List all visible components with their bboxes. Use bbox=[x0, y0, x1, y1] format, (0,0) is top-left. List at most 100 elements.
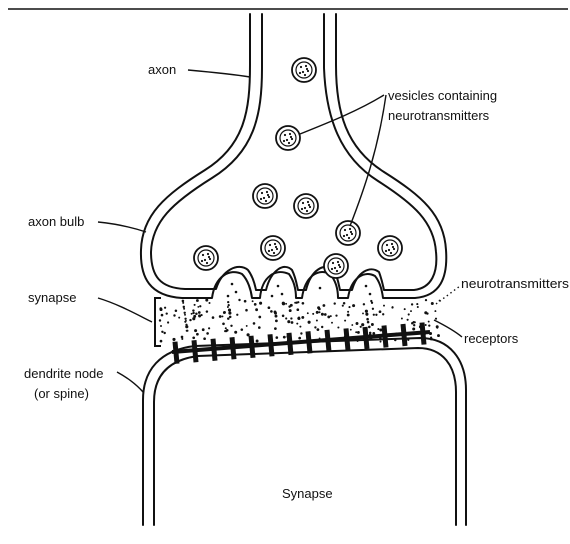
neurotransmitter-dot bbox=[276, 336, 279, 339]
neurotransmitter-dot bbox=[324, 313, 327, 316]
neurotransmitter-dot bbox=[282, 315, 285, 318]
neurotransmitter-dot bbox=[228, 309, 231, 312]
neurotransmitter-dot bbox=[348, 306, 350, 308]
neurotransmitter-dot bbox=[296, 308, 299, 311]
neurotransmitter-dot bbox=[166, 312, 168, 314]
vesicle bbox=[194, 246, 218, 270]
neurotransmitter-dot bbox=[196, 299, 199, 302]
neurotransmitter-dot bbox=[408, 313, 410, 315]
synapse-label: synapse bbox=[28, 290, 76, 305]
neurotransmitter-dot bbox=[245, 309, 248, 312]
neurotransmitter-dot bbox=[285, 303, 287, 305]
neurotransmitter-dot bbox=[335, 314, 337, 316]
vesicle bbox=[336, 221, 360, 245]
neurotransmitter-dot bbox=[361, 323, 364, 326]
neurotransmitter-dot bbox=[428, 321, 430, 323]
neurotransmitter-dot bbox=[351, 324, 353, 326]
neurotransmitter-dot bbox=[252, 300, 254, 302]
neurotransmitter-dot bbox=[159, 308, 162, 311]
neurotransmitter-dot bbox=[164, 307, 166, 309]
neurotransmitter-dot bbox=[323, 304, 326, 307]
neurotransmitter-dot bbox=[208, 302, 210, 304]
neurotransmitter-dot bbox=[317, 328, 320, 331]
neurotransmitter-dot bbox=[347, 311, 349, 313]
neurotransmitter-dot bbox=[283, 336, 286, 339]
neurotransmitter-dot bbox=[258, 326, 261, 329]
neurotransmitter-dot bbox=[184, 314, 186, 316]
neurotransmitter-dot bbox=[275, 315, 278, 318]
neurotransmitter-dot bbox=[234, 331, 237, 334]
neurotransmitters-label: neurotransmitters bbox=[461, 276, 570, 291]
vesicle bbox=[253, 184, 277, 208]
neurotransmitter-dot bbox=[194, 329, 197, 332]
neurotransmitter-dot bbox=[365, 310, 368, 313]
neurotransmitter-dot bbox=[417, 306, 419, 308]
neurotransmitter-dot bbox=[191, 313, 193, 315]
neurotransmitter-dot bbox=[383, 305, 385, 307]
neurotransmitter-dot bbox=[198, 311, 201, 314]
neurotransmitter-dot bbox=[317, 306, 320, 309]
neurotransmitter-dot bbox=[437, 334, 440, 337]
neurotransmitter-dot bbox=[192, 312, 194, 314]
neurotransmitter-dot bbox=[195, 312, 198, 315]
neurotransmitter-dot bbox=[413, 324, 415, 326]
axon-leader-line bbox=[188, 70, 250, 77]
neurotransmitter-dot bbox=[350, 329, 352, 331]
neurotransmitter-dot bbox=[161, 331, 163, 333]
neurotransmitter-dot bbox=[308, 321, 311, 324]
neurotransmitter-dot bbox=[347, 314, 350, 317]
neurotransmitter-dot bbox=[411, 322, 414, 325]
neurotransmitter-dot bbox=[231, 283, 234, 286]
receptor bbox=[232, 337, 234, 359]
neurotransmitter-dot bbox=[230, 325, 232, 327]
neurotransmitter-dot bbox=[362, 312, 364, 314]
neurotransmitter-dot bbox=[288, 305, 290, 307]
neurotransmitter-dot bbox=[203, 337, 206, 340]
neurotransmitter-dot bbox=[219, 315, 222, 318]
neurotransmitter-dot bbox=[407, 319, 409, 321]
neurotransmitter-dot bbox=[368, 326, 371, 329]
neurotransmitter-dot bbox=[255, 308, 258, 311]
neurotransmitter-dot bbox=[424, 311, 427, 314]
neurotransmitter-dot bbox=[365, 313, 368, 316]
neurotransmitter-dot bbox=[212, 316, 215, 319]
neurotransmitter-dot bbox=[431, 302, 434, 305]
neurotransmitter-dot bbox=[189, 319, 191, 321]
neurotransmitter-dot bbox=[164, 332, 166, 334]
axon-bulb-label: axon bulb bbox=[28, 214, 84, 229]
synapse-bracket bbox=[155, 298, 161, 346]
neurotransmitter-dot bbox=[205, 299, 208, 302]
neurotransmitter-dot bbox=[256, 340, 259, 343]
neurotransmitter-dot bbox=[181, 338, 183, 340]
neurotransmitter-dot bbox=[301, 316, 304, 319]
neurotransmitter-dot bbox=[282, 302, 285, 305]
neurotransmitter-dot bbox=[357, 331, 360, 334]
neurotransmitter-dot bbox=[330, 315, 332, 317]
neurotransmitter-dot bbox=[379, 310, 382, 313]
neurotransmitter-dot bbox=[412, 327, 415, 330]
receptors bbox=[172, 323, 430, 364]
neurotransmitter-dot bbox=[271, 295, 274, 298]
neurotransmitter-dot bbox=[226, 329, 229, 332]
neurotransmitter-dot bbox=[236, 314, 238, 316]
neurotransmitter-dot bbox=[173, 314, 175, 316]
neurotransmitter-dot bbox=[192, 309, 194, 311]
neurotransmitter-dot bbox=[302, 302, 305, 305]
neurotransmitter-dot bbox=[380, 341, 382, 343]
neurotransmitter-dot bbox=[371, 323, 374, 326]
neurotransmitter-dot bbox=[372, 308, 374, 310]
neurotransmitter-dot bbox=[321, 326, 323, 328]
neurotransmitter-dot bbox=[235, 291, 238, 294]
neurotransmitter-dot bbox=[360, 326, 362, 328]
neurotransmitter-dot bbox=[227, 306, 229, 308]
neurotransmitter-dot bbox=[337, 326, 339, 328]
neurotransmitter-dot bbox=[206, 310, 208, 312]
neurotransmitter-dot bbox=[366, 318, 369, 321]
receptor bbox=[327, 330, 329, 352]
neurotransmitter-dot bbox=[428, 324, 430, 326]
neurotransmitter-dot bbox=[277, 285, 280, 288]
neurotransmitter-dot bbox=[274, 327, 277, 330]
neurotransmitter-dot bbox=[300, 332, 302, 334]
neurotransmitter-dot bbox=[363, 303, 365, 305]
neurotransmitter-dot bbox=[253, 322, 256, 325]
